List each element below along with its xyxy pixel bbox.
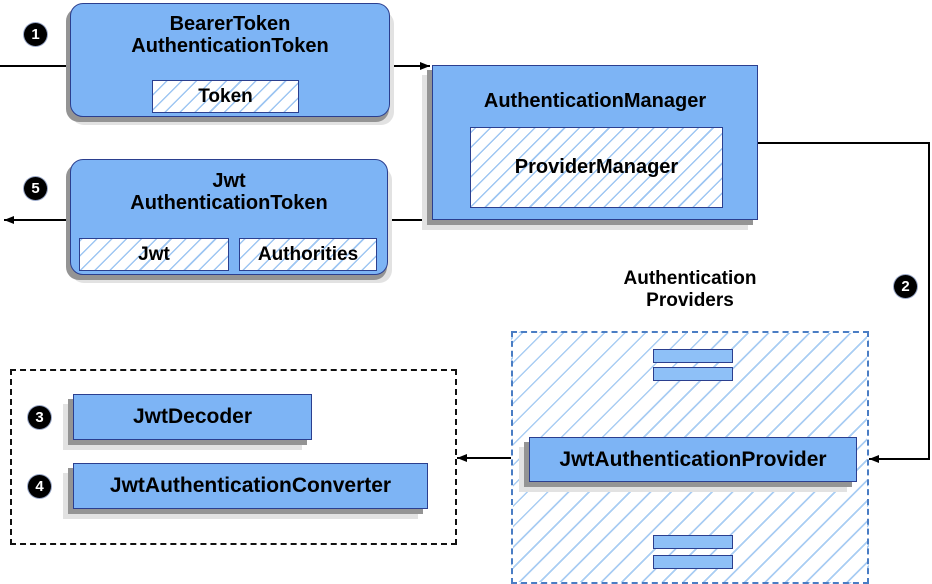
bearer-token-title-line2: AuthenticationToken: [131, 35, 329, 58]
jwt-token-inner-jwt-box: Jwt: [79, 238, 229, 271]
jwt-support-beans-container: [10, 369, 457, 545]
authentication-providers-caption-line2: Providers: [646, 289, 734, 311]
jwt-authentication-provider-label: JwtAuthenticationProvider: [559, 447, 827, 471]
jwt-decoder-box[interactable]: JwtDecoder: [73, 394, 312, 440]
jwt-token-inner-authorities-box: Authorities: [239, 238, 377, 271]
step-badge-2-number: 2: [901, 278, 910, 295]
jwt-authentication-converter-box[interactable]: JwtAuthenticationConverter: [73, 463, 428, 509]
bearer-token-inner-token-label: Token: [198, 85, 253, 107]
jwt-token-title-line1: Jwt: [212, 170, 246, 192]
authentication-manager-title: AuthenticationManager: [433, 90, 757, 112]
jwt-authentication-token-title: Jwt AuthenticationToken: [71, 170, 387, 215]
authentication-manager-box[interactable]: AuthenticationManager ProviderManager: [432, 65, 758, 220]
bearer-token-authentication-token-box[interactable]: BearerToken AuthenticationToken Token: [70, 3, 390, 117]
other-provider-bar-bottom-1: [653, 535, 733, 549]
other-provider-bar-top-2: [653, 367, 733, 381]
other-provider-bar-bottom-2: [653, 555, 733, 569]
provider-manager-box: ProviderManager: [470, 127, 723, 208]
step-badge-1: 1: [24, 23, 47, 46]
jwt-token-inner-jwt-label: Jwt: [138, 243, 170, 265]
other-provider-bar-top-1: [653, 349, 733, 363]
jwt-authentication-token-box[interactable]: Jwt AuthenticationToken Jwt Authorities: [70, 159, 388, 275]
jwt-token-inner-authorities-label: Authorities: [257, 243, 359, 265]
step-badge-3-number: 3: [35, 409, 44, 426]
step-badge-3: 3: [28, 406, 51, 429]
bearer-token-authentication-token-title: BearerToken AuthenticationToken: [71, 13, 389, 58]
authentication-manager-title-text: AuthenticationManager: [483, 90, 707, 112]
provider-manager-label: ProviderManager: [514, 156, 679, 178]
step-badge-2: 2: [894, 275, 917, 298]
bearer-token-title-line1: BearerToken: [169, 13, 291, 35]
step-badge-4: 4: [28, 475, 51, 498]
step-badge-4-number: 4: [35, 478, 44, 495]
step-badge-5-number: 5: [31, 180, 40, 197]
jwt-authentication-provider-box[interactable]: JwtAuthenticationProvider: [529, 437, 857, 482]
jwt-token-title-line2: AuthenticationToken: [130, 192, 328, 215]
authentication-providers-caption: Authentication Providers: [511, 268, 869, 311]
jwt-authentication-converter-label: JwtAuthenticationConverter: [109, 474, 392, 497]
jwt-decoder-label: JwtDecoder: [132, 405, 253, 428]
step-badge-1-number: 1: [31, 26, 40, 43]
authentication-providers-caption-line1: Authentication: [623, 268, 757, 289]
step-badge-5: 5: [24, 177, 47, 200]
bearer-token-inner-token-box: Token: [152, 80, 299, 113]
